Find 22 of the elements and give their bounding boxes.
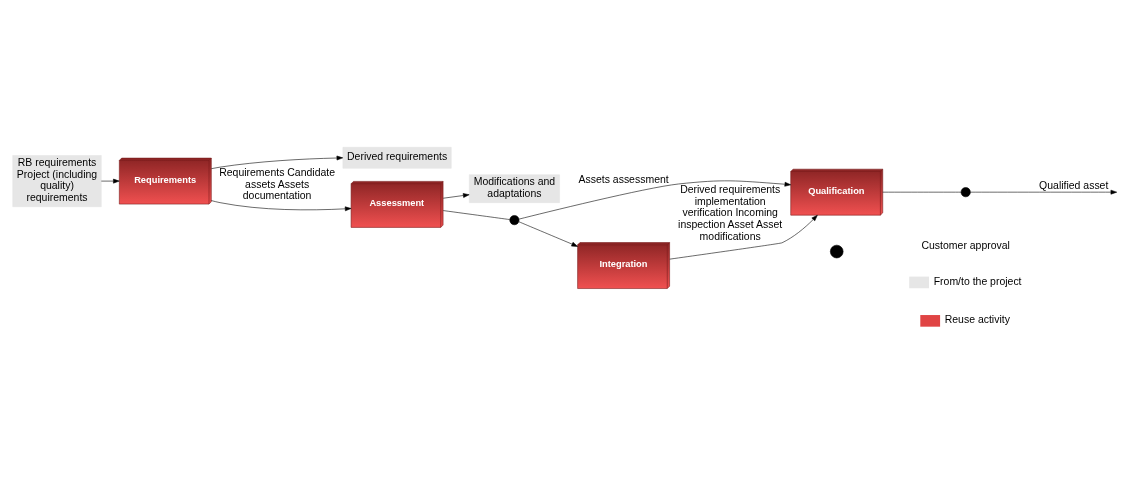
arrow bbox=[211, 200, 352, 212]
edge-label: Qualified asset bbox=[1039, 179, 1109, 191]
arrow bbox=[518, 180, 791, 220]
connector bbox=[882, 191, 962, 193]
node-circle bbox=[509, 215, 520, 226]
edge-label: Derived requirements implementation verification Incoming inspection Asset Asset modifications bbox=[678, 183, 783, 242]
arrow bbox=[518, 221, 578, 247]
edge-label: Assets assessment bbox=[578, 173, 669, 185]
node-box: Modifications and adaptations bbox=[469, 174, 560, 203]
node-circle bbox=[960, 187, 971, 198]
legend-label: From/to the project bbox=[933, 275, 1022, 287]
node-box: RB requirements Project (including quality) requirements bbox=[12, 155, 102, 207]
arrow bbox=[970, 189, 1118, 195]
legend-label: Reuse activity bbox=[944, 314, 1010, 326]
arrow bbox=[211, 155, 344, 169]
arrow bbox=[101, 178, 120, 184]
arrow bbox=[669, 214, 818, 260]
arrow bbox=[442, 193, 470, 199]
connector bbox=[442, 210, 510, 220]
edge-label: Requirements Candidate assets Assets documentation bbox=[219, 167, 336, 202]
legend-label: Customer approval bbox=[921, 239, 1010, 251]
node-box: Derived requirements bbox=[342, 147, 452, 169]
